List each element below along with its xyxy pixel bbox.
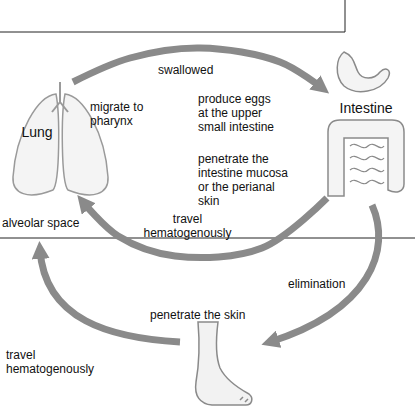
frame-lines xyxy=(0,0,415,238)
foot-drawing xyxy=(196,322,252,405)
stage-note: alveolar space xyxy=(2,216,97,230)
intestine-outline xyxy=(322,48,410,198)
intestine-node: Intestine xyxy=(322,48,410,198)
edge-label: swallowed xyxy=(158,63,228,77)
stage-note: migrate to pharynx xyxy=(90,100,162,128)
organ-label: Lung xyxy=(16,124,58,140)
elimination-arc xyxy=(270,205,379,342)
stage-note: penetrate the skin xyxy=(150,308,270,322)
stage-note: produce eggs at the upper small intestin… xyxy=(198,92,284,134)
lifecycle-arrow xyxy=(73,48,322,88)
organ-label: Intestine xyxy=(322,100,410,116)
stage-note: elimination xyxy=(288,277,358,291)
stage-note: travel hematogenously xyxy=(6,348,101,376)
skin-entry-arc xyxy=(40,250,180,342)
edge-label: travel hematogenously xyxy=(140,212,235,240)
stage-note: penetrate the intestine mucosa or the pe… xyxy=(198,152,298,208)
